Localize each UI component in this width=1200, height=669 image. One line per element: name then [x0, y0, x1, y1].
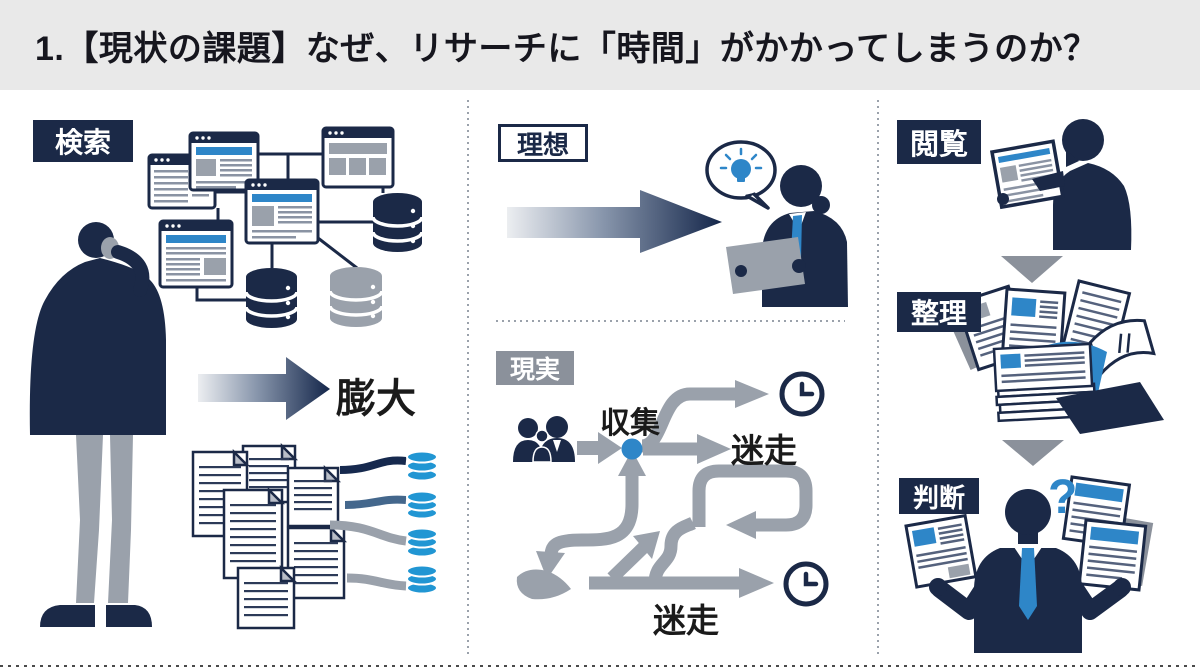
clock-icon: [779, 371, 825, 417]
ideal-label: 理想: [498, 124, 588, 162]
thinking-man-silhouette: [29, 222, 166, 627]
title-band: 1.【現状の課題】なぜ、リサーチに「時間」がかかってしまうのか？: [0, 0, 1200, 90]
judge-label: 判断: [899, 478, 979, 514]
start-arrow-icon: [577, 432, 622, 464]
pile-to-disk-connectors: [329, 456, 407, 591]
stray-caption-bottom: 迷走: [653, 602, 719, 639]
ideal-arrow: [507, 190, 722, 253]
judging-man-silhouette: [904, 475, 1154, 653]
volume-arrow: [198, 357, 330, 420]
browser-window-icon: [321, 126, 395, 189]
idea-speech-bubble: [705, 140, 777, 210]
stray-caption-top: 迷走: [731, 432, 797, 469]
question-mark: ?: [1048, 471, 1078, 524]
database-icon: [371, 193, 424, 252]
disk-stack-icon: [406, 564, 438, 595]
disk-stack-icon: [406, 450, 438, 482]
lightbulb-icon: [719, 147, 763, 182]
document-pile-icon: [191, 442, 348, 630]
down-triangle-icon: [1002, 440, 1064, 466]
browser-window-icon: [158, 219, 234, 289]
organize-label: 整理: [897, 292, 981, 332]
search-label: 検索: [33, 120, 133, 162]
disk-stack-icon: [406, 490, 438, 520]
database-icon: [244, 268, 299, 328]
document-stack-icon: [992, 342, 1098, 423]
winding-path: [516, 380, 813, 600]
down-triangle-icon: [1001, 256, 1063, 283]
browser-window-icon: [188, 131, 260, 192]
reading-man-silhouette: [989, 119, 1132, 250]
database-icon: [328, 267, 384, 327]
shadow-shape: [1056, 382, 1164, 434]
clock-icon: [783, 561, 829, 607]
browse-label: 閲覧: [897, 120, 981, 164]
browser-window-icon: [244, 178, 320, 245]
start-node-dot: [621, 438, 643, 460]
scattered-documents-icon: [947, 279, 1164, 434]
collect-caption: 収集: [600, 407, 660, 440]
woman-reading-silhouette: [726, 165, 848, 307]
volume-caption: 膨大: [336, 377, 416, 421]
disk-stack-icon: [406, 527, 438, 558]
reality-label: 現実: [496, 351, 574, 385]
document-icon: [904, 513, 978, 589]
document-icon: [1077, 518, 1148, 592]
team-icon: [513, 416, 575, 463]
page-title: 1.【現状の課題】なぜ、リサーチに「時間」がかかってしまうのか？: [35, 29, 1098, 68]
